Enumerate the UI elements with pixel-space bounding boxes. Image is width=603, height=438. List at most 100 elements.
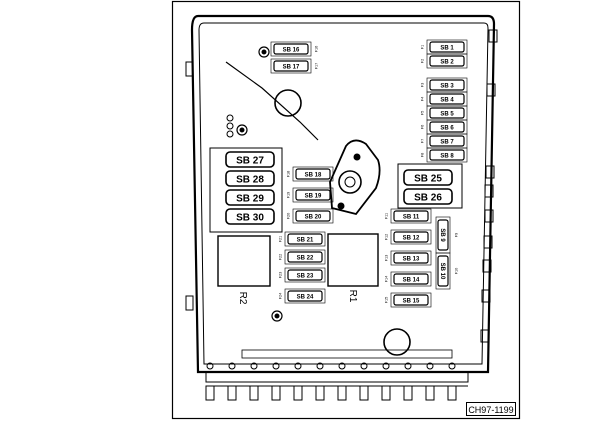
fuse-position-tag: F5 <box>421 111 425 115</box>
figure-frame <box>171 0 521 420</box>
pin-rivet <box>404 362 412 370</box>
big-fuse-label: SB 30 <box>236 213 264 224</box>
screw-icon <box>226 46 283 322</box>
relay-label: R2 <box>237 292 248 305</box>
small-fuse: SB 15 F15 <box>385 292 432 308</box>
connector-pin <box>447 385 457 401</box>
fuse-position-tag: F13 <box>385 255 389 262</box>
small-fuse-label: SB 24 <box>297 295 314 301</box>
fuse-position-tag: F22 <box>279 254 283 261</box>
pin-rivet <box>426 362 434 370</box>
big-fuse-label: SB 28 <box>236 175 264 186</box>
small-fuse-label: SB 11 <box>403 215 420 221</box>
small-fuse-label: SB 23 <box>297 274 314 280</box>
bottom-pins <box>205 362 457 401</box>
connector-pin <box>205 385 215 401</box>
fuse-position-tag: F14 <box>385 276 389 283</box>
round-hole <box>383 328 411 356</box>
fuse-position-tag: F20 <box>287 213 291 220</box>
fuse-position-tag: F19 <box>287 192 291 199</box>
pin-rivet <box>316 362 324 370</box>
big-fuse-block-right <box>397 163 463 209</box>
fuse-position-tag: F16 <box>315 46 319 53</box>
connector-pin <box>403 385 413 401</box>
small-fuse: SB 24 F24 <box>279 288 326 304</box>
small-fuse-label: SB 18 <box>305 173 322 179</box>
pin-rivet <box>360 362 368 370</box>
vertical-fuse-label: SB 9 <box>439 228 445 242</box>
small-fuse: SB 19 F19 <box>287 187 334 203</box>
pin-rivet <box>206 362 214 370</box>
small-fuse-label: SB 16 <box>283 48 300 54</box>
small-fuse-label: SB 13 <box>403 257 420 263</box>
vertical-fuse-label: SB 10 <box>439 263 445 280</box>
strap-line <box>225 61 319 141</box>
big-fuse: SB 27 <box>225 151 275 168</box>
small-fuse: SB 13 F13 <box>385 250 432 266</box>
small-fuse-label: SB 22 <box>297 256 314 262</box>
fuse-position-tag: F9 <box>455 233 459 237</box>
connector-pin <box>249 385 259 401</box>
small-fuse-label: SB 7 <box>440 140 454 146</box>
big-fuse: SB 26 <box>403 188 453 205</box>
big-fuse-label: SB 27 <box>236 156 264 167</box>
small-fuse-label: SB 20 <box>305 215 322 221</box>
small-fuse-label: SB 21 <box>297 238 314 244</box>
small-fuse-label: SB 1 <box>440 46 454 52</box>
fuse-position-tag: F1 <box>421 45 425 49</box>
big-fuse: SB 30 <box>225 208 275 225</box>
pin-rivet <box>382 362 390 370</box>
pin-rivet <box>448 362 456 370</box>
fuse-position-tag: F15 <box>385 297 389 304</box>
fuse-position-tag: F4 <box>421 97 425 101</box>
fuse-position-tag: F17 <box>315 63 319 70</box>
small-fuse: SB 3 F3 <box>421 77 468 93</box>
round-hole <box>274 89 302 117</box>
pin-rivet <box>294 362 302 370</box>
fuse-position-tag: F23 <box>279 272 283 279</box>
fuse-position-tag: F12 <box>385 234 389 241</box>
pin-rivet <box>250 362 258 370</box>
small-fuse: SB 2F2 <box>421 53 468 69</box>
small-fuse-label: SB 5 <box>440 112 454 118</box>
relay-label: R1 <box>347 290 358 303</box>
small-fuse: SB 20 F20 <box>287 208 334 224</box>
big-fuse: SB 29 <box>225 189 275 206</box>
small-fuse-label: SB 3 <box>440 84 454 90</box>
small-fuse: SB 7 F7 <box>421 133 468 149</box>
small-fuse: SB 4 F4 <box>421 91 468 107</box>
connector-pin <box>359 385 369 401</box>
fuse-position-tag: F2 <box>421 59 425 63</box>
small-fuse: SB 22 F22 <box>279 249 326 265</box>
small-fuse-label: SB 19 <box>305 194 322 200</box>
fuse-position-tag: F24 <box>279 293 283 300</box>
big-fuse: SB 28 <box>225 170 275 187</box>
big-fuse-label: SB 25 <box>414 174 442 185</box>
fuse-position-tag: F3 <box>421 83 425 87</box>
small-fuse: SB 6F6 <box>421 119 468 135</box>
small-fuse: SB 8F8 <box>421 147 468 163</box>
small-fuse-label: SB 4 <box>440 98 454 104</box>
fuse-position-tag: F8 <box>421 153 425 157</box>
pin-rivet <box>338 362 346 370</box>
connector-pin <box>293 385 303 401</box>
small-fuse-label: SB 15 <box>403 299 420 305</box>
connector-pin <box>381 385 391 401</box>
pin-rivet <box>272 362 280 370</box>
big-fuse: SB 25 <box>403 169 453 186</box>
pin-rivet <box>228 362 236 370</box>
big-fuse-block-left <box>209 147 283 233</box>
fuse-position-tag: F7 <box>421 139 425 143</box>
figure-reference-code: CH97-1199 <box>466 402 516 416</box>
big-fuse-label: SB 26 <box>414 193 442 204</box>
vertical-fuse: SB 9 F9 <box>435 216 459 254</box>
